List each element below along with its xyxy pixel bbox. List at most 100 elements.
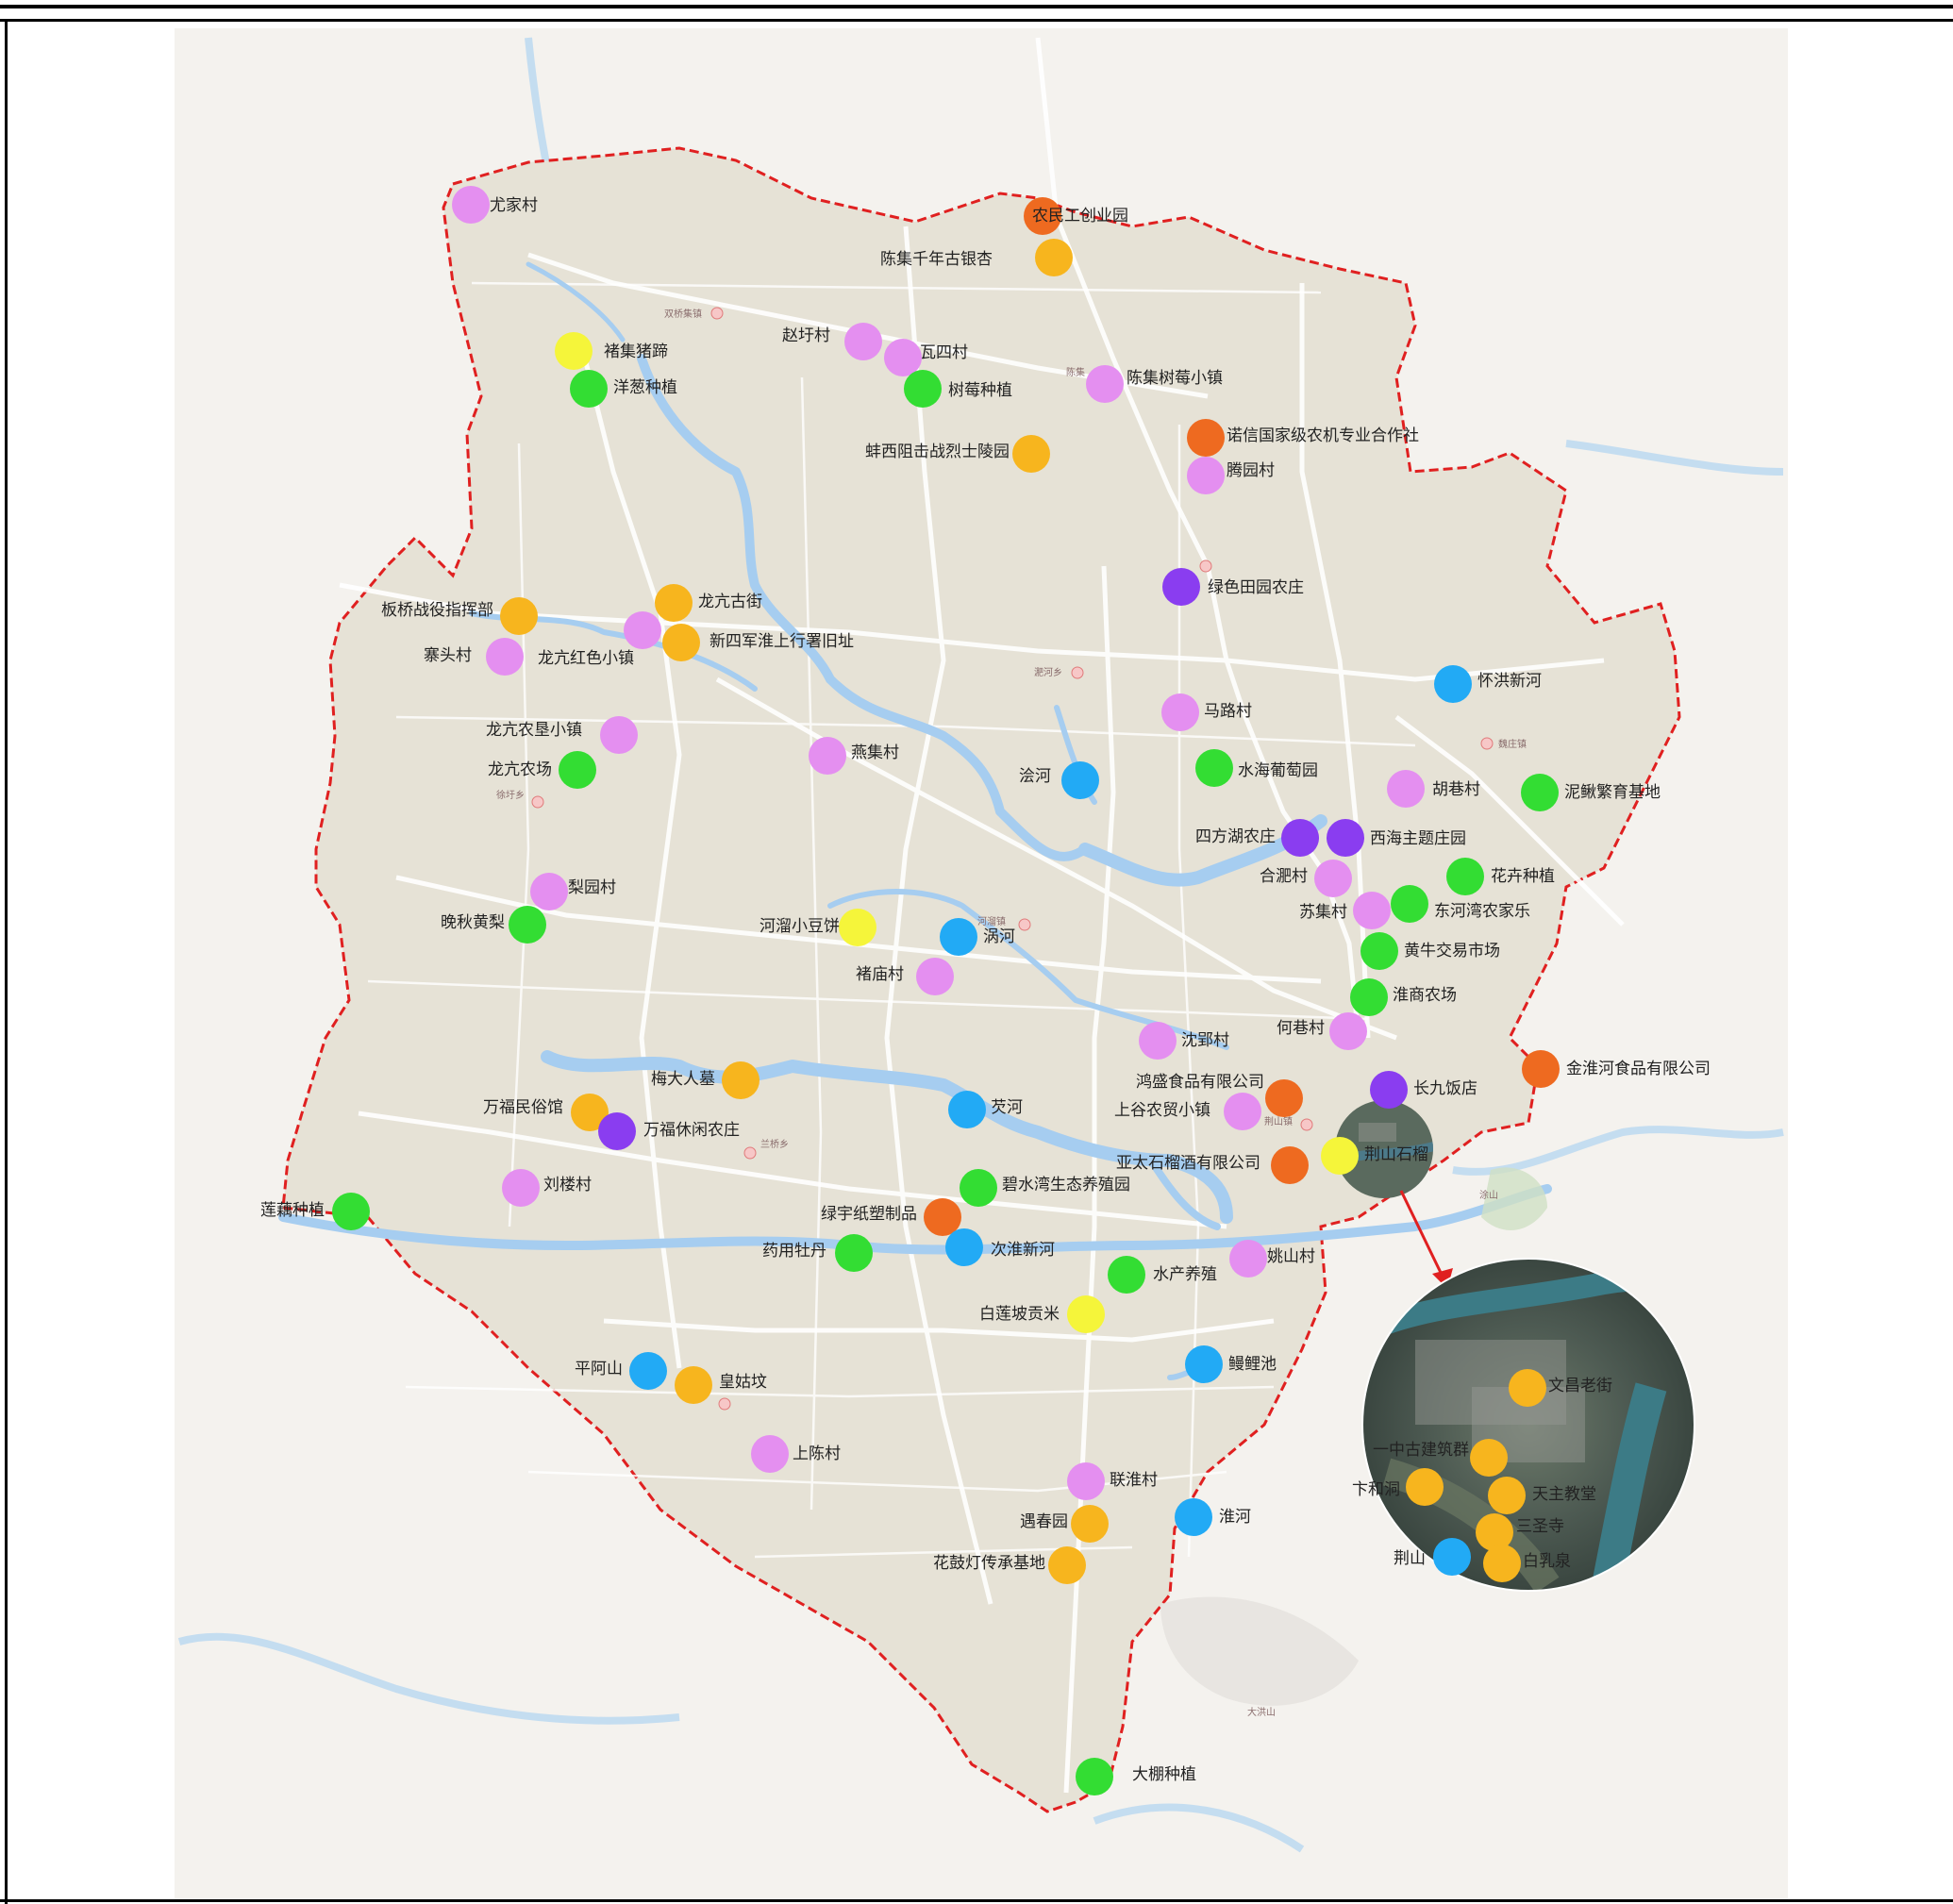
poi-dot[interactable] <box>1067 1295 1105 1333</box>
poi-marker[interactable]: 亚太石榴酒有限公司 <box>1116 1146 1309 1184</box>
poi-dot[interactable] <box>1229 1240 1267 1278</box>
poi-marker[interactable]: 龙亢古街 <box>655 584 762 622</box>
poi-dot[interactable] <box>1321 1137 1359 1175</box>
poi-marker[interactable]: 胡巷村 <box>1387 770 1480 808</box>
poi-dot[interactable] <box>571 1094 609 1131</box>
poi-dot[interactable] <box>904 370 942 408</box>
poi-marker[interactable]: 苏集村 <box>1299 892 1391 929</box>
poi-dot[interactable] <box>1476 1513 1513 1551</box>
poi-marker[interactable]: 水海葡萄园 <box>1195 749 1318 787</box>
poi-marker[interactable]: 燕集村 <box>809 737 899 775</box>
poi-dot[interactable] <box>924 1198 961 1236</box>
poi-dot[interactable] <box>555 332 593 370</box>
poi-marker[interactable]: 金淮河食品有限公司 <box>1522 1050 1711 1088</box>
poi-dot[interactable] <box>1187 419 1225 457</box>
poi-dot[interactable] <box>662 624 700 661</box>
poi-dot[interactable] <box>1353 892 1391 929</box>
poi-dot[interactable] <box>1161 693 1199 731</box>
poi-dot[interactable] <box>940 918 977 956</box>
poi-marker[interactable]: 水产养殖 <box>1108 1256 1217 1294</box>
poi-marker[interactable]: 蚌西阻击战烈士陵园 <box>865 435 1050 473</box>
poi-dot[interactable] <box>1391 885 1428 923</box>
poi-dot[interactable] <box>1434 665 1472 703</box>
poi-marker[interactable]: 树莓种植 <box>904 370 1012 408</box>
poi-dot[interactable] <box>509 906 546 944</box>
poi-marker[interactable]: 马路村 <box>1161 693 1252 731</box>
poi-dot[interactable] <box>839 909 876 946</box>
poi-marker[interactable]: 万福休闲农庄 <box>598 1112 740 1150</box>
poi-dot[interactable] <box>1370 1071 1408 1109</box>
poi-marker[interactable]: 浍河 <box>1019 761 1099 799</box>
poi-marker[interactable]: 芡河 <box>948 1091 1023 1128</box>
poi-marker[interactable]: 龙亢红色小镇 <box>538 611 661 668</box>
poi-dot[interactable] <box>1012 435 1050 473</box>
poi-marker[interactable]: 上谷农贸小镇 <box>1114 1093 1261 1130</box>
poi-dot[interactable] <box>559 751 596 789</box>
poi-dot[interactable] <box>1071 1505 1109 1543</box>
poi-dot[interactable] <box>1488 1477 1526 1514</box>
poi-dot[interactable] <box>452 186 490 224</box>
poi-marker[interactable]: 白莲坡贡米 <box>979 1295 1105 1333</box>
poi-marker[interactable]: 姚山村 <box>1229 1240 1315 1278</box>
poi-dot[interactable] <box>1483 1545 1521 1582</box>
poi-dot[interactable] <box>655 584 693 622</box>
poi-marker[interactable]: 上陈村 <box>751 1435 841 1473</box>
poi-dot[interactable] <box>1509 1369 1546 1407</box>
poi-marker[interactable]: 梨园村 <box>530 873 616 910</box>
poi-marker[interactable]: 洋葱种植 <box>570 370 677 408</box>
poi-dot[interactable] <box>948 1091 986 1128</box>
poi-dot[interactable] <box>945 1228 983 1266</box>
poi-marker[interactable]: 诺信国家级农机专业合作社 <box>1187 419 1419 457</box>
poi-marker[interactable]: 东河湾农家乐 <box>1391 885 1530 923</box>
poi-dot[interactable] <box>1187 457 1225 494</box>
poi-dot[interactable] <box>530 873 568 910</box>
poi-dot[interactable] <box>835 1234 873 1272</box>
poi-marker[interactable]: 龙亢农垦小镇 <box>486 716 638 754</box>
poi-dot[interactable] <box>1350 978 1388 1016</box>
poi-dot[interactable] <box>1470 1439 1508 1477</box>
poi-dot[interactable] <box>675 1366 712 1404</box>
poi-marker[interactable]: 大棚种植 <box>1076 1758 1196 1795</box>
poi-marker[interactable]: 褚庙村 <box>856 958 954 995</box>
poi-dot[interactable] <box>500 597 538 635</box>
poi-dot[interactable] <box>1195 749 1233 787</box>
poi-dot[interactable] <box>1281 819 1319 857</box>
poi-marker[interactable]: 沈郢村 <box>1139 1022 1229 1060</box>
poi-dot[interactable] <box>1387 770 1425 808</box>
poi-marker[interactable]: 绿色田园农庄 <box>1162 568 1304 606</box>
poi-dot[interactable] <box>960 1169 997 1207</box>
poi-dot[interactable] <box>884 339 922 376</box>
poi-marker[interactable]: 褚集猪蹄 <box>555 332 668 370</box>
poi-marker[interactable]: 花卉种植 <box>1446 858 1555 895</box>
poi-marker[interactable]: 长九饭店 <box>1370 1071 1477 1109</box>
poi-marker[interactable]: 西海主题庄园 <box>1327 819 1466 857</box>
poi-dot[interactable] <box>1360 932 1398 970</box>
poi-dot[interactable] <box>624 611 661 649</box>
poi-dot[interactable] <box>751 1435 789 1473</box>
poi-dot[interactable] <box>1329 1012 1367 1050</box>
poi-dot[interactable] <box>332 1193 370 1230</box>
poi-marker[interactable]: 遇春园 <box>1020 1505 1109 1543</box>
poi-marker[interactable]: 何巷村 <box>1277 1012 1367 1050</box>
poi-marker[interactable]: 赵圩村 <box>782 323 882 360</box>
poi-dot[interactable] <box>1108 1256 1145 1294</box>
poi-marker[interactable]: 碧水湾生态养殖园 <box>960 1169 1130 1207</box>
poi-marker[interactable]: 四方湖农庄 <box>1195 819 1319 857</box>
poi-marker[interactable]: 皇姑坟 <box>675 1366 767 1404</box>
poi-marker[interactable]: 荆山 <box>1394 1538 1471 1576</box>
poi-marker[interactable]: 绿宇纸塑制品 <box>821 1198 961 1236</box>
poi-dot[interactable] <box>1224 1093 1261 1130</box>
poi-marker[interactable]: 腾园村 <box>1187 457 1275 494</box>
poi-marker[interactable]: 三圣寺 <box>1476 1513 1564 1551</box>
poi-dot[interactable] <box>722 1061 760 1099</box>
poi-dot[interactable] <box>1433 1538 1471 1576</box>
poi-dot[interactable] <box>1521 774 1559 811</box>
poi-dot[interactable] <box>486 638 524 676</box>
poi-marker[interactable]: 合淝村 <box>1260 860 1352 897</box>
poi-dot[interactable] <box>629 1352 667 1390</box>
poi-dot[interactable] <box>1265 1079 1303 1117</box>
poi-marker[interactable]: 联淮村 <box>1067 1462 1158 1500</box>
poi-marker[interactable]: 万福民俗馆 <box>483 1094 609 1131</box>
poi-marker[interactable]: 平阿山 <box>575 1352 667 1390</box>
poi-dot[interactable] <box>502 1169 540 1207</box>
